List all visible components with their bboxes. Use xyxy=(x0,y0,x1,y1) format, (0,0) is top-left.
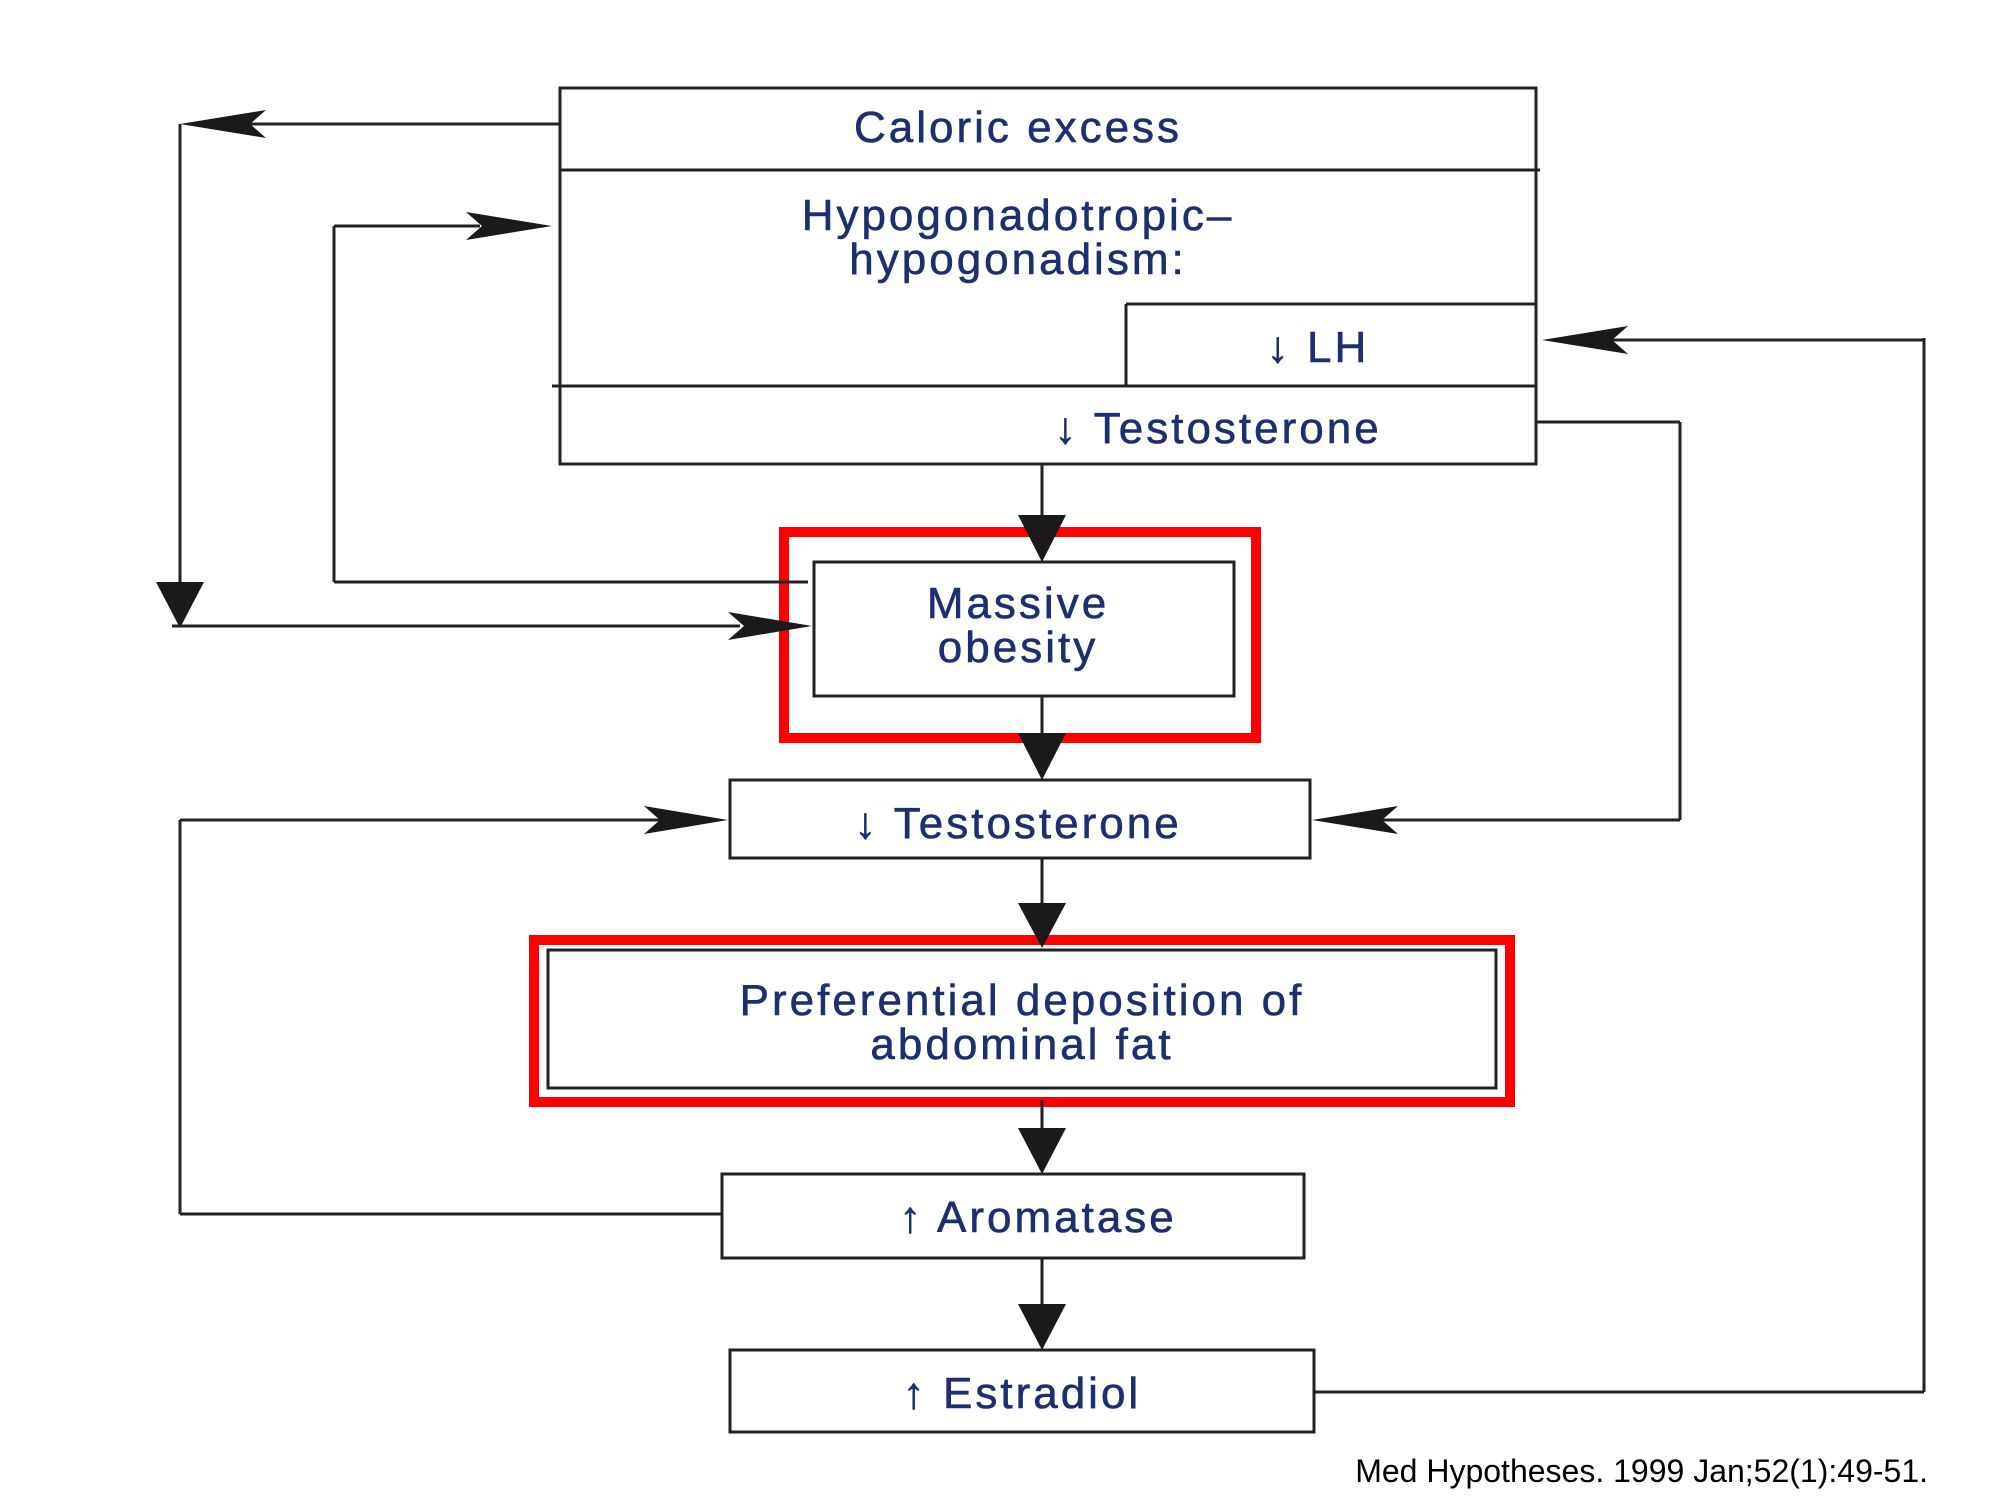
main-flow-connectors xyxy=(1018,464,1066,1350)
arrowhead-to-obesity xyxy=(1018,515,1066,562)
loop-caloric-to-obesity xyxy=(156,110,812,640)
arrowhead-into-hypogonadism xyxy=(466,212,552,240)
aromatase-box xyxy=(720,1172,1306,1260)
abdominal-fat-label-line2: abdominal fat xyxy=(870,1020,1173,1069)
abdominal-fat-highlight xyxy=(529,935,1515,1107)
estradiol-label: ↑ Estradiol xyxy=(903,1369,1141,1418)
arrowhead-left-top xyxy=(180,110,266,138)
arrowhead-to-fat xyxy=(1018,903,1066,948)
lh-label: ↓ LH xyxy=(1267,323,1369,372)
loop-aromatase-to-testosterone xyxy=(178,806,728,1216)
testosterone-mid-box xyxy=(728,778,1312,860)
testosterone-mid-node: ↓ Testosterone xyxy=(728,778,1312,860)
testosterone-top-label: ↓ Testosterone xyxy=(1054,404,1381,453)
hypogonadism-label-line1: Hypogonadotropic– xyxy=(802,191,1235,240)
hypogonadism-block: Caloric excess Hypogonadotropic– hypogon… xyxy=(552,86,1540,466)
arrowhead-to-testosterone xyxy=(1018,733,1066,780)
aromatase-label: ↑ Aromatase xyxy=(899,1193,1177,1242)
testosterone-mid-label: ↓ Testosterone xyxy=(854,799,1181,848)
massive-obesity-node: Massive obesity xyxy=(779,527,1261,743)
citation: Med Hypotheses. 1999 Jan;52(1):49-51. xyxy=(1355,1453,1928,1489)
estradiol-node: ↑ Estradiol xyxy=(728,1348,1316,1434)
arrowhead-to-estradiol xyxy=(1018,1304,1066,1350)
arrowhead-into-lh xyxy=(1542,326,1628,354)
aromatase-node: ↑ Aromatase xyxy=(720,1172,1306,1260)
estradiol-box xyxy=(728,1348,1316,1434)
loop-obesity-to-hypogonadism xyxy=(332,212,808,584)
abdominal-fat-node: Preferential deposition of abdominal fat xyxy=(529,935,1515,1107)
arrowhead-down-left xyxy=(156,582,204,628)
abdominal-fat-label-line1: Preferential deposition of xyxy=(740,976,1305,1025)
massive-obesity-label-line1: Massive xyxy=(927,579,1109,628)
arrowhead-into-testosterone-right xyxy=(1312,806,1398,834)
hypogonadism-label-line2: hypogonadism: xyxy=(849,235,1186,284)
massive-obesity-box xyxy=(812,560,1236,698)
top-block-frame xyxy=(558,86,1538,466)
arrowhead-to-aromatase xyxy=(1018,1128,1066,1174)
massive-obesity-highlight xyxy=(779,527,1261,743)
caloric-excess-label: Caloric excess xyxy=(854,103,1182,152)
loop-estradiol-to-lh xyxy=(1314,326,1926,1394)
loop-testosterone-right xyxy=(1312,420,1682,834)
massive-obesity-label-line2: obesity xyxy=(938,623,1098,672)
arrowhead-into-testosterone-left xyxy=(644,806,728,834)
abdominal-fat-box xyxy=(546,948,1498,1090)
arrowhead-into-obesity xyxy=(728,612,812,640)
